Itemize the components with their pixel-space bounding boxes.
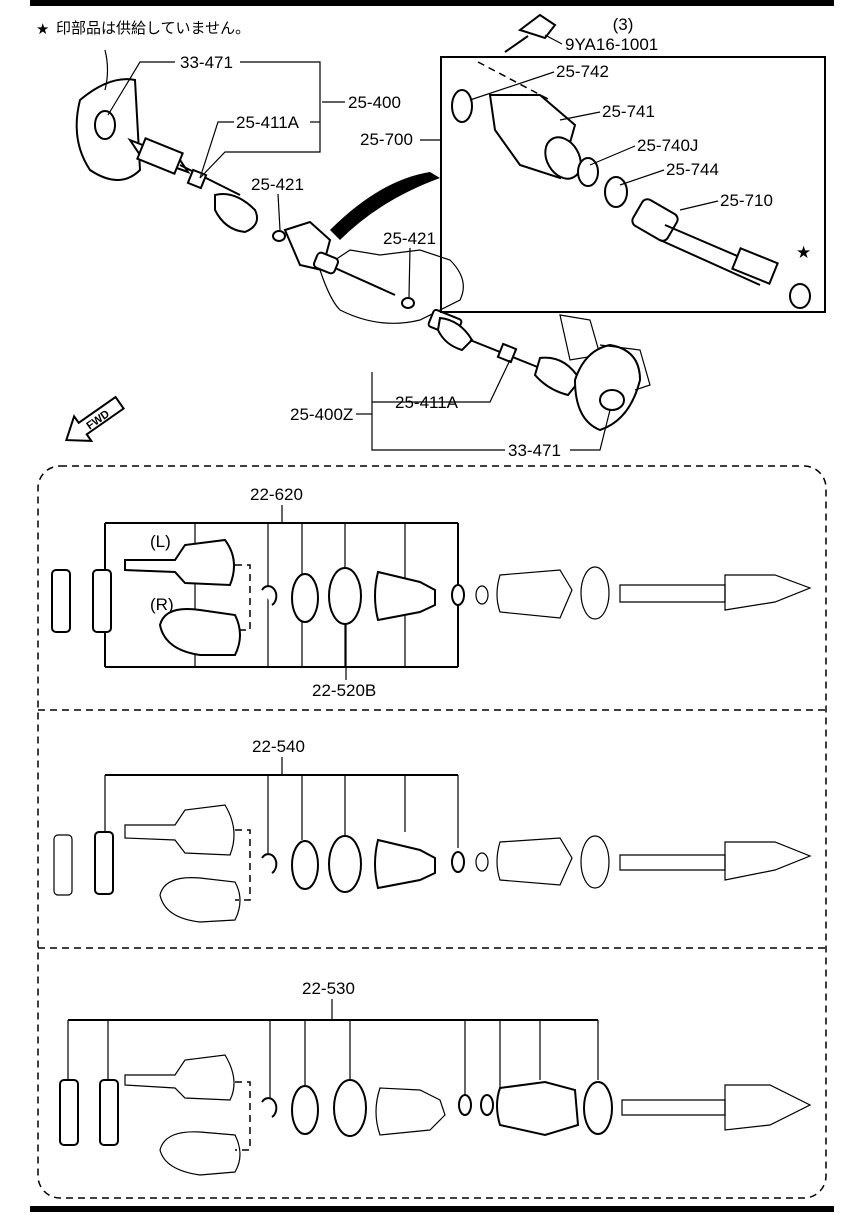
- kit-22-620-left: (L): [150, 532, 171, 551]
- kit-22-530: 22-530: [59, 979, 812, 1176]
- label-25-744: 25-744: [666, 160, 719, 179]
- left-boot: [214, 193, 258, 234]
- kit-22-620-sub: 22-520B: [312, 681, 376, 700]
- grease-tube: [92, 569, 112, 633]
- top-border: [30, 0, 834, 6]
- star-mark: ★: [796, 243, 811, 262]
- label-25-421-left: 25-421: [251, 175, 304, 194]
- note-star: ★: [36, 20, 49, 38]
- kit-22-620-right: (R): [150, 595, 174, 614]
- circlip: [261, 853, 278, 874]
- label-25-421-mid: 25-421: [383, 229, 436, 248]
- left-seal: [94, 110, 116, 140]
- mid-clip: [401, 297, 415, 309]
- kits-frame: [37, 465, 827, 1199]
- label-25-741: 25-741: [602, 102, 655, 121]
- assembly-box: [440, 56, 826, 313]
- boot: [496, 1080, 580, 1137]
- kit-22-530-label: 22-530: [302, 979, 355, 998]
- outer-joint-right: [158, 608, 241, 656]
- right-seal: [599, 389, 625, 411]
- bolt: [517, 13, 557, 40]
- pointer-wedge: [330, 172, 440, 240]
- kit-22-540-label: 22-540: [252, 737, 305, 756]
- joint-shaft: [631, 198, 679, 242]
- left-clip: [272, 230, 286, 242]
- kit-22-620: 22-620 (L) (R) 22-520B: [51, 485, 812, 700]
- engine-outline: [319, 249, 464, 324]
- clamp-band: [328, 567, 362, 625]
- top-exploded-view: (3) 9YA16-1001 ★ 33-471 25-400 25-411A 2…: [64, 13, 826, 460]
- label-25-700: 25-700: [360, 130, 413, 149]
- label-25-411a-left: 25-411A: [236, 113, 300, 132]
- right-boot: [533, 356, 582, 397]
- boot: [374, 838, 436, 890]
- bottom-border: [30, 1206, 834, 1212]
- label-25-400z: 25-400Z: [290, 405, 353, 424]
- bolt-qty: (3): [613, 15, 634, 34]
- small-clamp: [451, 584, 465, 606]
- label-25-411a-right: 25-411A: [395, 393, 459, 412]
- note-text: 印部品は供給していません。: [56, 19, 250, 37]
- boot: [374, 570, 436, 622]
- ring: [604, 176, 628, 208]
- grease-tube: [59, 1079, 79, 1146]
- label-25-400: 25-400: [348, 93, 401, 112]
- kit-22-540: 22-540: [53, 737, 812, 923]
- label-33-471-left: 33-471: [180, 53, 233, 72]
- left-inner-joint: [136, 137, 184, 175]
- box-seal: [451, 89, 473, 123]
- label-25-742: 25-742: [556, 62, 609, 81]
- circlip: [261, 585, 278, 606]
- outer-joint-left: [124, 538, 235, 587]
- label-25-740j: 25-740J: [637, 136, 698, 155]
- fwd-arrow: FWD: [64, 395, 125, 442]
- label-33-471-right: 33-471: [508, 441, 561, 460]
- right-hub: [573, 343, 642, 432]
- bolt-label: 9YA16-1001: [565, 35, 658, 54]
- clamp-ring-1: [291, 573, 319, 623]
- grease-tube: [94, 831, 114, 895]
- kit-22-620-label: 22-620: [250, 485, 303, 504]
- box-end-seal: [789, 283, 811, 309]
- circlip: [261, 1097, 278, 1118]
- label-25-710: 25-710: [720, 191, 773, 210]
- bearing: [577, 157, 599, 187]
